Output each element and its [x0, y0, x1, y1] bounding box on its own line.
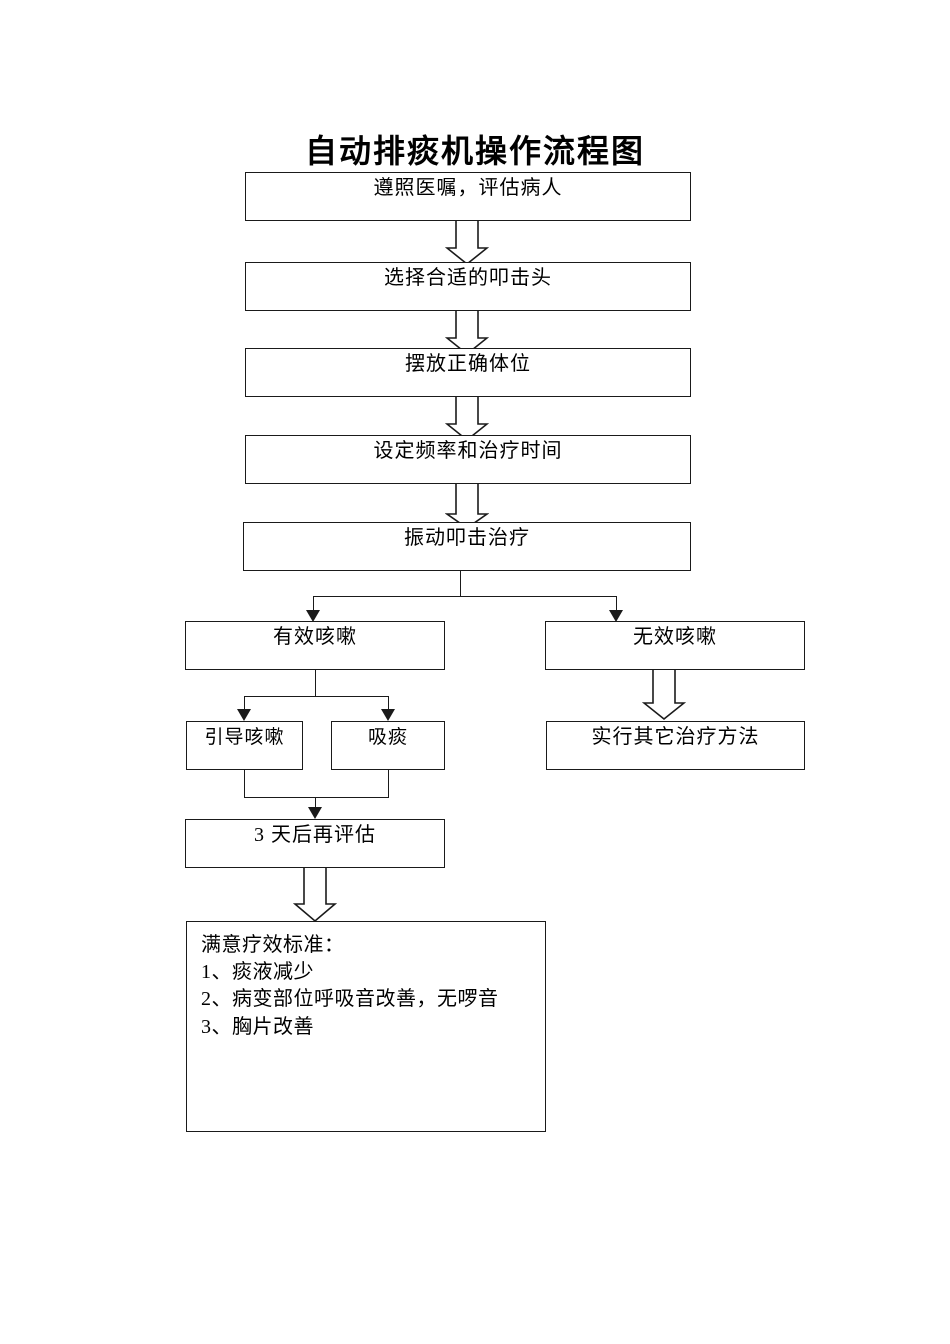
connector-split-left-drop	[313, 596, 314, 612]
criteria-item-2: 2、病变部位呼吸音改善，无啰音	[201, 988, 499, 1011]
arrowhead-to-reassess	[308, 807, 322, 819]
flow-node-label: 吸痰	[367, 727, 408, 748]
arrowhead-to-effective-cough	[306, 610, 320, 622]
flow-node-other-treatment[interactable]: 实行其它治疗方法	[546, 721, 805, 770]
block-arrow-down-criteria	[293, 868, 337, 924]
flow-node-label: 选择合适的叩击头	[384, 267, 552, 289]
flow-node-label: 引导咳嗽	[204, 727, 285, 748]
flow-node-reassess-after-3-days[interactable]: 3 天后再评估	[185, 819, 445, 868]
flow-node-label: 有效咳嗽	[273, 626, 357, 648]
connector-merge-right-drop	[388, 770, 389, 798]
arrowhead-to-suction-sputum	[381, 709, 395, 721]
criteria-heading: 满意疗效标准：	[201, 934, 345, 956]
connector-cough-split-bar	[244, 696, 388, 697]
connector-split-stem	[460, 571, 461, 597]
connector-merge-bar	[244, 797, 388, 798]
flow-node-label: 遵照医嘱，评估病人	[373, 177, 563, 199]
criteria-item-1: 1、痰液减少	[201, 961, 314, 984]
connector-merge-stem	[315, 797, 316, 808]
flow-node-label: 3 天后再评估	[254, 824, 376, 846]
connector-cough-split-stem	[315, 670, 316, 697]
criteria-item-3: 3、胸片改善	[201, 1015, 314, 1038]
criteria-box[interactable]: 满意疗效标准： 1、痰液减少 2、病变部位呼吸音改善，无啰音 3、胸片改善	[186, 921, 546, 1132]
flow-node-vibration-percussion[interactable]: 振动叩击治疗	[243, 522, 691, 571]
arrowhead-to-ineffective-cough	[609, 610, 623, 622]
connector-split-bar	[313, 596, 617, 597]
connector-merge-left-drop	[244, 770, 245, 798]
flow-node-position-patient[interactable]: 摆放正确体位	[245, 348, 691, 397]
flow-node-effective-cough[interactable]: 有效咳嗽	[185, 621, 445, 670]
flow-node-follow-orders[interactable]: 遵照医嘱，评估病人	[245, 172, 691, 221]
flow-node-select-head[interactable]: 选择合适的叩击头	[245, 262, 691, 311]
flow-node-label: 设定频率和治疗时间	[373, 440, 563, 462]
connector-split-right-drop	[616, 596, 617, 612]
connector-cough-left-drop	[244, 696, 245, 710]
flow-node-set-frequency-time[interactable]: 设定频率和治疗时间	[245, 435, 691, 484]
flow-node-label: 振动叩击治疗	[404, 527, 530, 549]
flow-node-label: 摆放正确体位	[405, 353, 531, 375]
flow-node-label: 实行其它治疗方法	[591, 726, 760, 748]
flow-node-suction-sputum[interactable]: 吸痰	[331, 721, 445, 770]
flow-node-induce-cough[interactable]: 引导咳嗽	[186, 721, 303, 770]
block-arrow-down-1	[445, 221, 489, 266]
page-title: 自动排痰机操作流程图	[304, 133, 645, 169]
block-arrow-down-ineffective	[642, 670, 686, 722]
connector-cough-right-drop	[388, 696, 389, 710]
flow-node-label: 无效咳嗽	[633, 626, 717, 648]
flow-node-ineffective-cough[interactable]: 无效咳嗽	[545, 621, 805, 670]
arrowhead-to-induce-cough	[237, 709, 251, 721]
